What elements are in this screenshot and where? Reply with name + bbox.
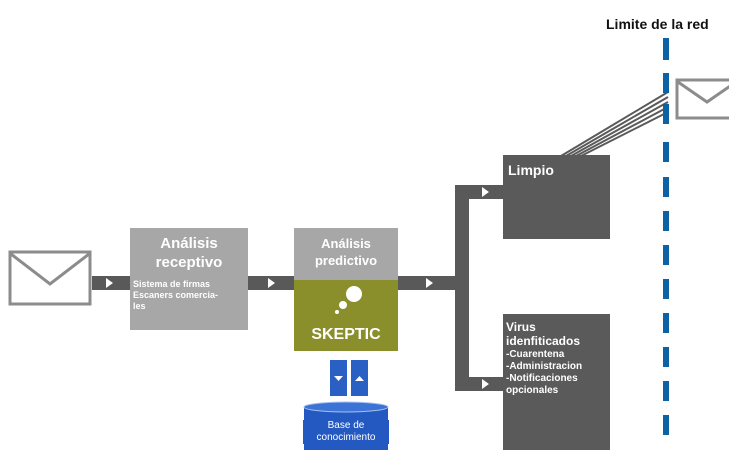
connector-arrow: [248, 276, 294, 290]
boundary-dash: [663, 73, 669, 93]
receptive-analysis-title-2: receptivo: [155, 254, 223, 271]
virus-outcome-title-2: idenfiticados: [506, 334, 581, 348]
branch-to-clean: [455, 185, 503, 199]
receptive-detail-line: les: [133, 301, 146, 311]
connector-arrow: [398, 276, 462, 290]
virus-action-item: opcionales: [506, 385, 559, 396]
receptive-analysis-box: Análisis receptivo Sistema de firmas Esc…: [130, 228, 248, 330]
boundary-dash: [663, 279, 669, 299]
virus-action-item: -Cuarentena: [506, 349, 565, 360]
predictive-analysis-title-2: predictivo: [314, 253, 378, 268]
delivery-fan-lines: [560, 91, 669, 157]
boundary-dash: [663, 381, 669, 401]
network-boundary-title: Limite de la red: [606, 16, 709, 32]
skeptic-logo-icon: [335, 286, 362, 314]
boundary-dash: [663, 211, 669, 231]
predictive-analysis-box: Análisis predictivo: [294, 228, 398, 280]
boundary-dash: [663, 142, 669, 162]
boundary-dash: [663, 104, 669, 124]
virus-outcome-box: Virus idenfiticados -Cuarentena -Adminis…: [503, 314, 610, 450]
branch-to-virus: [455, 377, 503, 391]
database-label-line1: Base de: [327, 420, 365, 431]
receptive-detail-line: Escaners comercia-: [133, 290, 219, 300]
database-label-line2: conocimiento: [316, 432, 376, 443]
upload-button[interactable]: [351, 360, 368, 396]
boundary-dash: [663, 313, 669, 333]
virus-action-item: -Notificaciones: [506, 373, 578, 384]
knowledge-database-label: Base de conocimiento: [303, 420, 389, 444]
virus-action-item: -Administracion: [506, 361, 583, 372]
clean-outcome-label: Limpio: [508, 162, 554, 178]
clean-outcome-box: Limpio: [503, 155, 610, 239]
down-arrow-icon: [334, 376, 343, 381]
boundary-dash: [663, 415, 669, 435]
skeptic-label: SKEPTIC: [311, 326, 381, 343]
predictive-analysis-title-1: Análisis: [321, 236, 371, 251]
connector-arrow: [92, 276, 130, 290]
up-arrow-icon: [355, 376, 364, 381]
skeptic-engine-box: SKEPTIC: [294, 280, 398, 351]
outgoing-email-icon: [675, 78, 729, 120]
branch-connector: [455, 185, 469, 391]
receptive-analysis-title-1: Análisis: [160, 235, 218, 252]
boundary-dash: [663, 347, 669, 367]
virus-outcome-title-1: Virus: [506, 320, 536, 334]
receptive-detail-line: Sistema de firmas: [133, 279, 211, 289]
boundary-dash: [663, 38, 669, 60]
incoming-email-icon: [8, 250, 92, 306]
boundary-dash: [663, 177, 669, 197]
boundary-dash: [663, 245, 669, 265]
download-button[interactable]: [330, 360, 347, 396]
